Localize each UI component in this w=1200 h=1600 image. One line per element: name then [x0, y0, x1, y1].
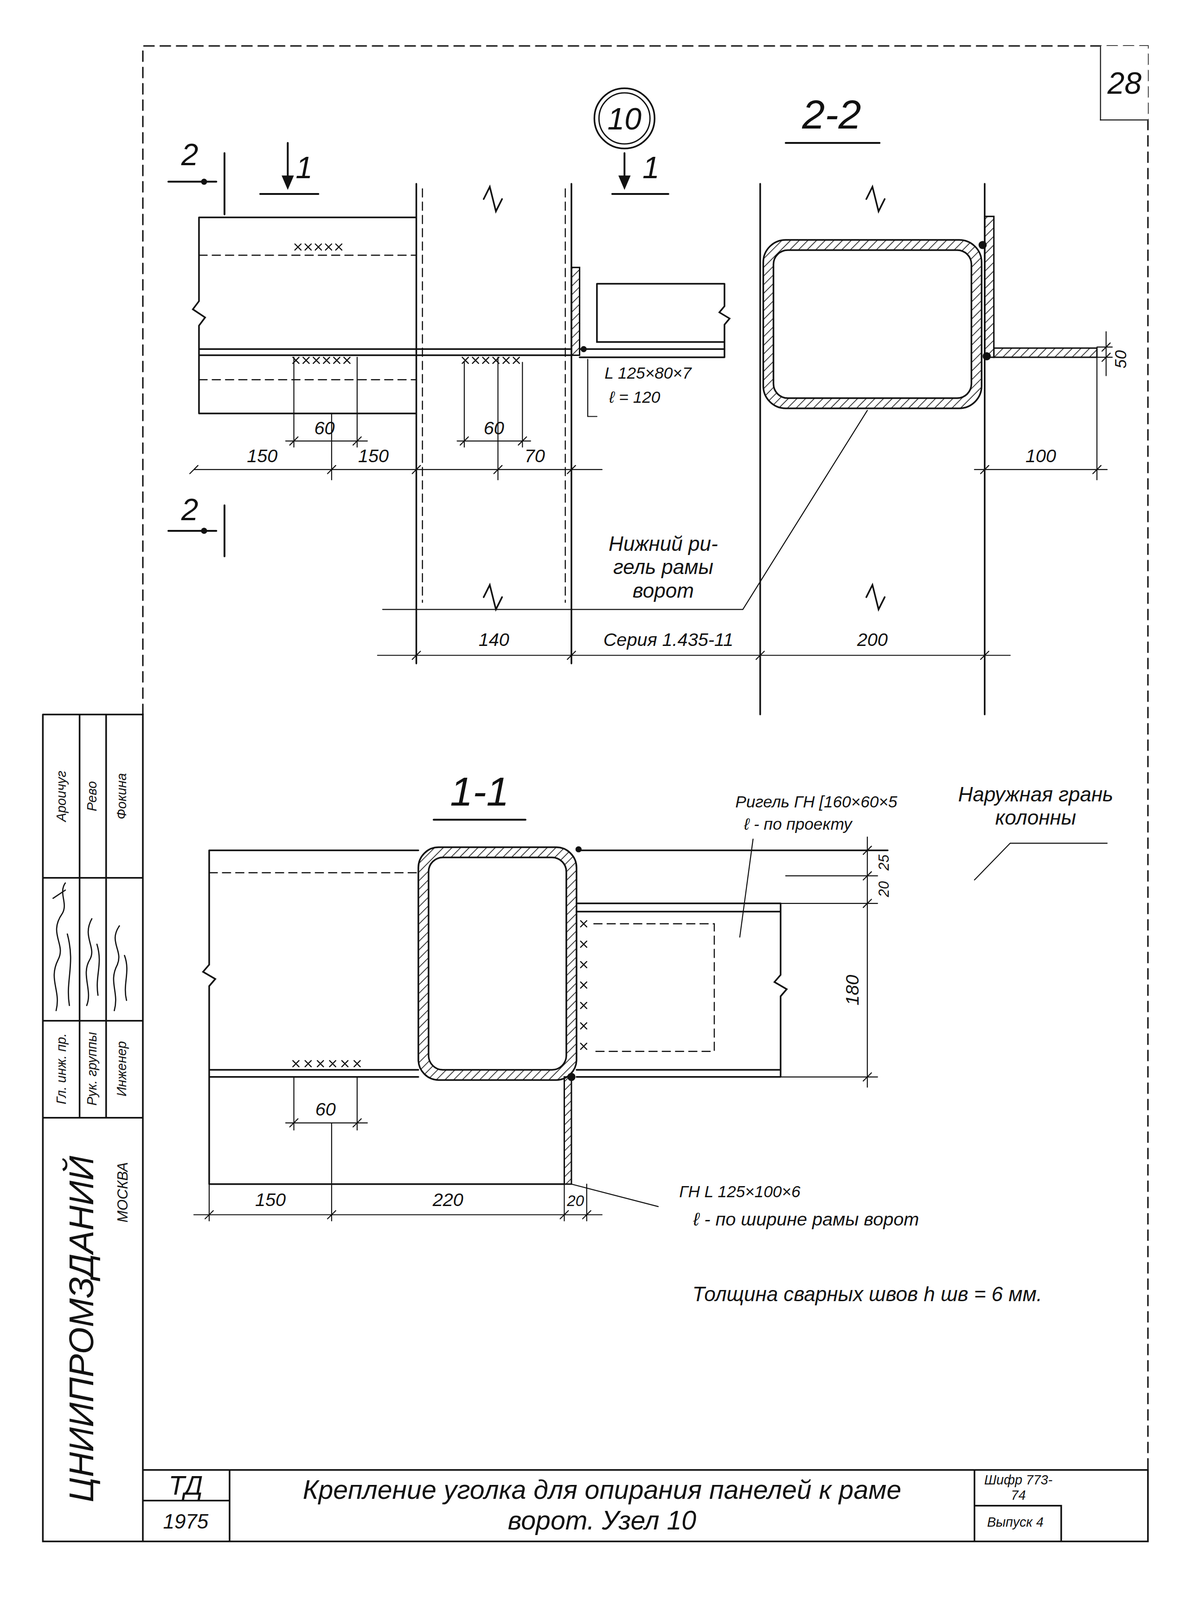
section-dot [200, 527, 207, 534]
dimension: 140 [478, 629, 510, 651]
role: Инженер [115, 1040, 131, 1097]
tube-wall [763, 239, 982, 409]
weld-dot [575, 846, 582, 853]
signatures [52, 882, 127, 1011]
note: Нижний ри- гель рамы ворот [597, 532, 729, 603]
section-arrows [281, 175, 631, 190]
issue: Выпуск 4 [982, 1514, 1048, 1531]
dimension: 60 [314, 417, 335, 440]
circle-outer [594, 88, 655, 149]
dimension: 50 [1111, 350, 1131, 369]
person-name: Фокина [115, 772, 131, 820]
part-length: ℓ - по ширине рамы ворот [693, 1208, 919, 1231]
part-length: ℓ = 120 [609, 388, 661, 408]
person-name: Ароичуг [54, 770, 71, 822]
dimension: 25 [875, 854, 892, 871]
node-text: 28 [1107, 65, 1142, 100]
section-1-1-lines [203, 849, 888, 1184]
plan-view-lines [192, 183, 730, 664]
node-text: 10 [607, 101, 642, 136]
drawing-title: Крепление уголка для опирания панелей к … [285, 1474, 919, 1536]
part-label: ГН L 125×100×6 [679, 1182, 801, 1201]
weld-marks [292, 920, 587, 1067]
circle-inner [598, 92, 650, 144]
section-mark: 1 [295, 150, 313, 187]
callout-circle: 10 [592, 86, 656, 150]
section-mark: 1 [642, 150, 660, 187]
part-label: L 125×80×7 [604, 364, 692, 383]
plan-dimension-lines [189, 357, 1011, 715]
dimension: 70 [524, 445, 546, 468]
weld-dot [580, 346, 587, 353]
angle-leg [994, 347, 1098, 358]
section-2-2-lines [760, 183, 985, 715]
sheet-frame-dashed [142, 45, 1149, 1470]
organization: ЦНИИПРОМЗДАНИЙ [61, 1155, 102, 1502]
dimension: 20 [566, 1191, 584, 1209]
dimension: 60 [483, 417, 505, 440]
role: Рук. группы [85, 1031, 101, 1106]
title-block-lines [42, 714, 1148, 1541]
section-title: 1-1 [449, 767, 509, 815]
person-name: Рево [85, 780, 101, 811]
angle-leg [571, 267, 580, 355]
angle-leg [984, 216, 995, 358]
dimension: 100 [1025, 445, 1057, 468]
section-mark: 2 [181, 137, 199, 173]
dimension: 150 [358, 445, 389, 468]
weld-dot [567, 1072, 576, 1081]
part-length: ℓ - по проекту [744, 814, 853, 834]
section-title: 2-2 [802, 90, 861, 138]
leader-lines [571, 838, 1108, 1207]
dimension: 180 [842, 974, 864, 1006]
tube-cavity [428, 857, 567, 1070]
role: Гл. инж. пр. [54, 1033, 71, 1104]
year: 1975 [162, 1509, 209, 1534]
angle-leg [564, 1076, 572, 1184]
note: Наружная грань колонны [933, 782, 1138, 830]
section-dot [200, 178, 207, 185]
dimension: 60 [315, 1098, 336, 1120]
part-label: Ригель ГН [160×60×5 [735, 792, 898, 812]
weld-dot [982, 352, 991, 361]
note: Толщина сварных швов h шв = 6 мм. [692, 1282, 1043, 1306]
sheet-number-box: 28 [1099, 45, 1148, 121]
dimension: 220 [432, 1189, 464, 1211]
dimension: 150 [255, 1189, 286, 1211]
dimension: 150 [246, 445, 278, 468]
series-note: Серия 1.435-11 [603, 629, 734, 651]
weld-marks [292, 243, 520, 364]
stamp: ТД [168, 1470, 203, 1502]
tube-wall [418, 847, 577, 1080]
section-1-1-dimensions [193, 836, 878, 1221]
city: МОСКВА [114, 1161, 131, 1222]
section-mark: 2 [181, 492, 199, 528]
plan-view-hidden-lines [198, 188, 566, 603]
section-2-2-dimensions [974, 331, 1113, 480]
dimension: 200 [857, 629, 888, 651]
weld-dot [978, 240, 988, 250]
code: Шифр 773-74 [982, 1472, 1054, 1503]
tube-cavity [773, 250, 972, 398]
dimension: 20 [875, 880, 892, 897]
